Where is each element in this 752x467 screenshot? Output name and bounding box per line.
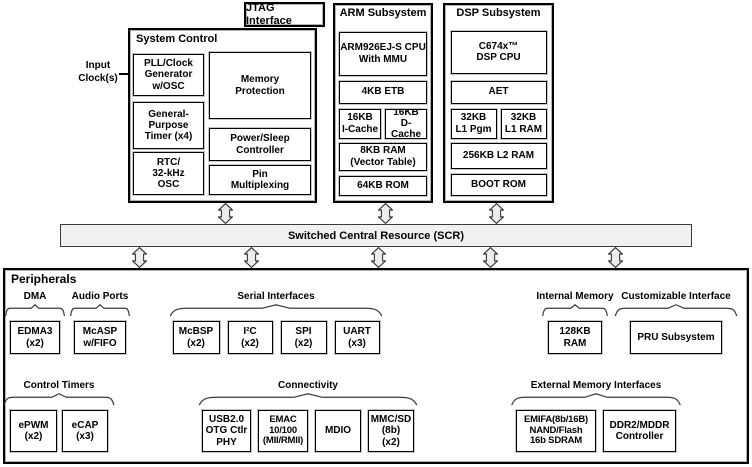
block-vector-ram: 8KB RAM (Vector Table): [338, 141, 428, 172]
peripherals-block: Peripherals DMA EDMA3 (x2) Audio Ports M…: [3, 268, 749, 464]
jtag-interface-block: JTAG Interface: [244, 2, 325, 27]
arm-subsystem-block: ARM Subsystem ARM926EJ-S CPU With MMU 4K…: [333, 3, 433, 203]
group-customizable-interface: Customizable Interface PRU Subsystem: [614, 291, 738, 355]
bus-connector-arrow-icon: [244, 247, 259, 268]
block-epwm: ePWM (x2): [9, 409, 58, 453]
group-external-memory-interfaces: External Memory Interfaces EMIFA(8b/16B)…: [510, 380, 682, 453]
input-clock-label: Input Clock(s): [78, 60, 118, 84]
block-pll-clock-generator: PLL/Clock Generator w/OSC: [132, 53, 205, 97]
group-brace-icon: [614, 304, 738, 317]
bus-connector-arrow-icon: [608, 247, 623, 268]
block-mcbsp: McBSP (x2): [171, 320, 221, 355]
system-control-right-column: Memory Protection Power/Sleep Controller…: [208, 51, 312, 196]
group-label-connectivity: Connectivity: [277, 380, 338, 391]
group-label-control-timers: Control Timers: [23, 380, 95, 391]
dsp-subsystem-title: DSP Subsystem: [456, 7, 541, 19]
group-label-internal-memory: Internal Memory: [536, 291, 614, 302]
dsp-subsystem-block: DSP Subsystem C674x™ DSP CPU AET 32KB L1…: [443, 3, 554, 203]
system-control-block: System Control PLL/Clock Generator w/OSC…: [128, 28, 317, 203]
block-gp-timer: General- Purpose Timer (x4): [132, 101, 205, 150]
block-l1-pgm: 32KB L1 Pgm: [449, 107, 498, 140]
block-uart: UART (x3): [333, 320, 381, 355]
group-label-serial-interfaces: Serial Interfaces: [237, 291, 315, 302]
scr-bar: Switched Central Resource (SCR): [60, 224, 692, 247]
group-brace-icon: [5, 304, 65, 317]
peripherals-title: Peripherals: [11, 272, 77, 286]
group-label-customizable-interface: Customizable Interface: [621, 291, 731, 302]
block-icache: 16KB I-Cache: [338, 107, 382, 140]
group-brace-icon: [168, 304, 384, 317]
block-memory-protection: Memory Protection: [208, 51, 312, 120]
block-usb-otg: USB2.0 OTG Ctlr PHY: [201, 409, 252, 453]
block-aet: AET: [449, 79, 548, 105]
group-dma: DMA EDMA3 (x2): [5, 291, 65, 355]
block-l1-ram: 32KB L1 RAM: [499, 107, 548, 140]
block-128kb-ram: 128KB RAM: [547, 320, 603, 355]
block-arm-rom: 64KB ROM: [338, 174, 428, 197]
block-rtc-osc: RTC/ 32-kHz OSC: [132, 151, 205, 196]
bus-connector-arrow-icon: [132, 247, 147, 268]
block-spi: SPI (x2): [279, 320, 328, 355]
block-i2c: I²C (x2): [226, 320, 274, 355]
block-emifa: EMIFA(8b/16B) NAND/Flash 16b SDRAM: [515, 409, 597, 453]
block-dcache: 16KB D-Cache: [384, 107, 428, 140]
bus-connector-arrow-icon: [371, 247, 386, 268]
system-control-title: System Control: [136, 33, 218, 45]
block-ddr2-mddr: DDR2/MDDR Controller: [602, 409, 677, 453]
block-mmc-sd: MMC/SD (8b) (x2): [367, 409, 415, 453]
group-label-dma: DMA: [23, 291, 47, 302]
block-pin-multiplexing: Pin Multiplexing: [208, 164, 312, 196]
group-brace-icon: [197, 393, 419, 406]
group-internal-memory: Internal Memory 128KB RAM: [536, 291, 614, 355]
jtag-interface-title: JTAG Interface: [246, 1, 292, 27]
block-arm-cpu: ARM926EJ-S CPU With MMU: [338, 30, 428, 77]
bus-connector-arrow-icon: [483, 247, 498, 268]
group-audio-ports: Audio Ports McASP w/FIFO: [70, 291, 130, 355]
block-edma3: EDMA3 (x2): [9, 320, 61, 355]
block-mdio: MDIO: [314, 409, 362, 453]
block-emac: EMAC 10/100 (MII/RMII): [257, 409, 309, 453]
block-l2-ram: 256KB L2 RAM: [449, 141, 548, 170]
arm-subsystem-title: ARM Subsystem: [339, 7, 427, 19]
group-connectivity: Connectivity USB2.0 OTG Ctlr PHY EMAC 10…: [197, 380, 419, 453]
block-pru-subsystem: PRU Subsystem: [629, 320, 723, 355]
block-power-sleep-controller: Power/Sleep Controller: [208, 127, 312, 162]
group-brace-icon: [3, 393, 115, 406]
block-etb: 4KB ETB: [338, 79, 428, 105]
group-brace-icon: [70, 304, 130, 317]
input-clock-arrow: [119, 73, 129, 75]
group-label-external-memory-interfaces: External Memory Interfaces: [530, 380, 662, 391]
block-boot-rom: BOOT ROM: [449, 172, 548, 197]
block-ecap: eCAP (x3): [61, 409, 109, 453]
scr-label: Switched Central Resource (SCR): [287, 229, 465, 242]
group-label-audio-ports: Audio Ports: [71, 291, 129, 302]
group-control-timers: Control Timers ePWM (x2) eCAP (x3): [3, 380, 115, 453]
group-brace-icon: [542, 304, 608, 317]
block-dsp-cpu: C674x™ DSP CPU: [449, 29, 548, 75]
group-serial-interfaces: Serial Interfaces McBSP (x2) I²C (x2) SP…: [168, 291, 384, 355]
block-mcasp: McASP w/FIFO: [73, 320, 127, 355]
bus-connector-arrow-icon: [218, 203, 233, 224]
bus-connector-arrow-icon: [489, 203, 504, 224]
group-brace-icon: [510, 393, 682, 406]
system-control-left-column: PLL/Clock Generator w/OSC General- Purpo…: [132, 53, 205, 196]
bus-connector-arrow-icon: [378, 203, 393, 224]
